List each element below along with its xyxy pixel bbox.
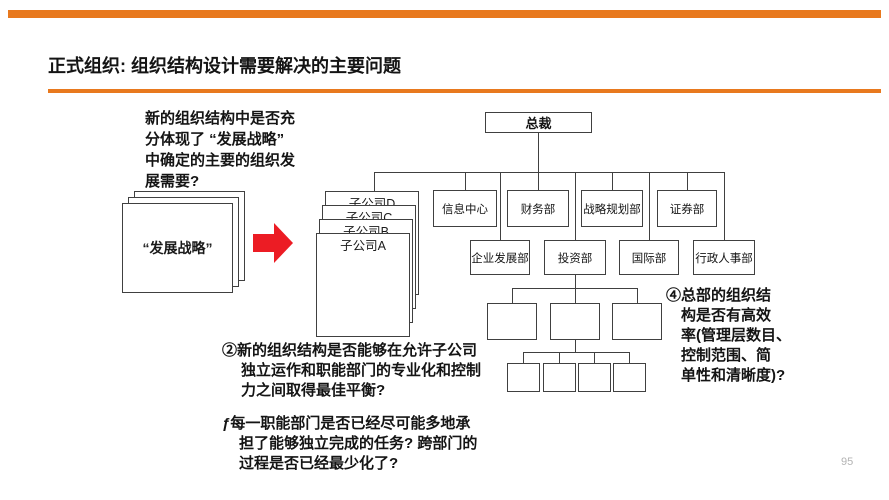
connector-line — [538, 133, 539, 173]
org-box-empty — [613, 363, 646, 392]
connector-line — [575, 275, 576, 288]
connector-line — [500, 172, 501, 240]
connector-line — [724, 172, 725, 240]
org-box-enterprise-dev: 企业发展部 — [470, 240, 530, 275]
connector-line — [512, 288, 513, 303]
title-underline — [48, 89, 881, 93]
org-box-securities: 证券部 — [657, 190, 717, 227]
arrow-shaft — [253, 234, 274, 252]
subsidiary-label: 子公司A — [340, 239, 386, 253]
slide-title: 正式组织: 组织结构设计需要解决的主要问题 — [48, 56, 401, 76]
connector-line — [575, 172, 576, 240]
connector-line — [512, 288, 637, 289]
org-box-empty — [487, 303, 537, 340]
page-number: 95 — [841, 456, 854, 468]
subsidiary-box-a: 子公司A — [316, 233, 410, 337]
right-arrow-icon — [253, 223, 293, 263]
org-box-hr-admin: 行政人事部 — [693, 240, 755, 275]
connector-line — [575, 288, 576, 303]
question-hq-efficiency: ④总部的组织结 构是否有高效 率(管理层数目、 控制范围、简 单性和清晰度)? — [666, 287, 791, 384]
question-function-tasks: ƒ每一职能部门是否已经尽可能多地承 担了能够独立完成的任务? 跨部门的 过程是否… — [222, 415, 478, 472]
connector-line — [649, 172, 650, 240]
top-accent-bar — [8, 10, 881, 18]
org-box-empty — [507, 363, 540, 392]
connector-line — [687, 172, 688, 190]
connector-line — [374, 172, 725, 173]
connector-line — [559, 352, 560, 363]
org-box-empty — [550, 303, 600, 340]
arrow-head — [274, 223, 293, 263]
org-box-international: 国际部 — [619, 240, 679, 275]
org-box-empty — [578, 363, 611, 392]
connector-line — [465, 172, 466, 190]
org-box-info-center: 信息中心 — [433, 190, 497, 227]
org-box-investment: 投资部 — [544, 240, 606, 275]
org-box-finance: 财务部 — [507, 190, 569, 227]
connector-line — [523, 352, 629, 353]
org-box-empty — [543, 363, 576, 392]
question-balance: ②新的组织结构是否能够在允许子公司 独立运作和职能部门的专业化和控制 力之间取得… — [222, 342, 482, 399]
connector-line — [629, 352, 630, 363]
connector-line — [637, 288, 638, 303]
org-box-empty — [612, 303, 662, 340]
connector-line — [523, 352, 524, 363]
connector-line — [594, 352, 595, 363]
connector-line — [374, 172, 375, 191]
connector-line — [538, 172, 539, 190]
org-box-strategy-planning: 战略规划部 — [581, 190, 643, 227]
question-strategy-fit: 新的组织结构中是否充 分体现了 “发展战略” 中确定的主要的组织发 展需要? — [145, 110, 296, 190]
connector-line — [612, 172, 613, 190]
strategy-page-front: “发展战略” — [122, 203, 233, 293]
org-box-president: 总裁 — [485, 112, 592, 133]
strategy-label: “发展战略” — [142, 240, 213, 256]
connector-line — [575, 340, 576, 352]
